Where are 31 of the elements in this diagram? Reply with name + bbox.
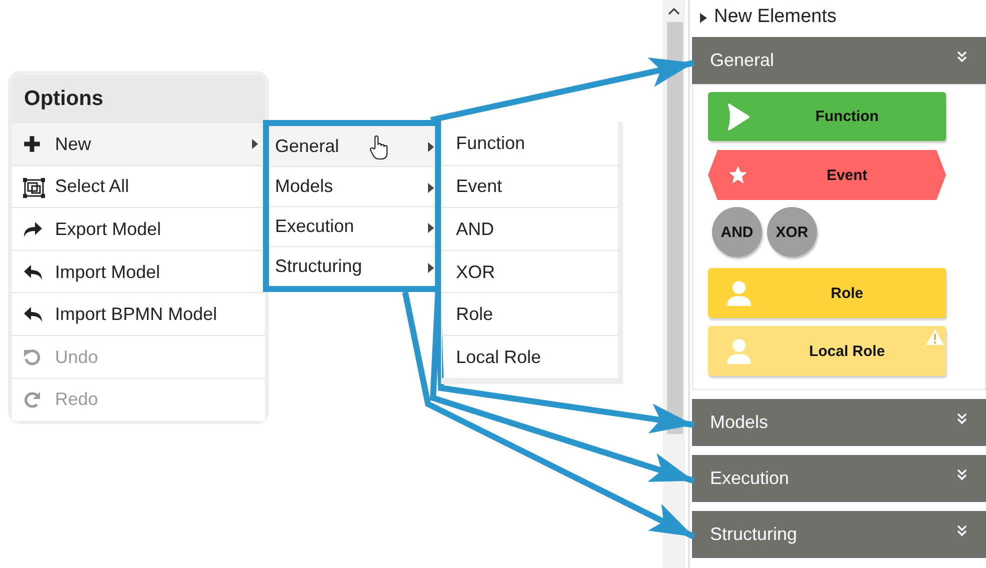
shape-label: Role [830,284,864,302]
context-menu [12,75,265,420]
shape-label: Event [826,166,868,184]
gateway-circle [712,207,762,257]
arrow [430,58,695,123]
menu-item: Local Role [442,335,618,379]
shape-label: AND [720,224,754,240]
sidebar-panel [688,0,986,568]
shape-label: XOR [776,224,808,240]
menu-item: AND [442,207,618,251]
menu-item: Function [442,122,618,166]
accordion-header: Execution [692,455,986,502]
submenu [263,120,441,292]
section-heading: New Elements [714,6,836,28]
shape-label: Local Role [809,342,885,360]
gateway-circle [767,207,817,257]
menu-item: XOR [442,250,618,294]
role-shape [708,326,946,376]
accordion-header: General [692,37,986,84]
role-shape [708,268,946,318]
menu-item: New [12,122,265,166]
menu-title: Options [12,75,265,122]
menu-item: General [269,126,435,166]
menu-item: Redo [12,378,265,422]
shape-label: Function [815,108,879,125]
menu-item: Event [442,164,618,208]
accordion-header: Models [692,399,986,446]
menu-item: Role [442,292,618,336]
accordion-header: Structuring [692,511,986,558]
function-shape [708,92,946,141]
arrow [402,291,696,540]
